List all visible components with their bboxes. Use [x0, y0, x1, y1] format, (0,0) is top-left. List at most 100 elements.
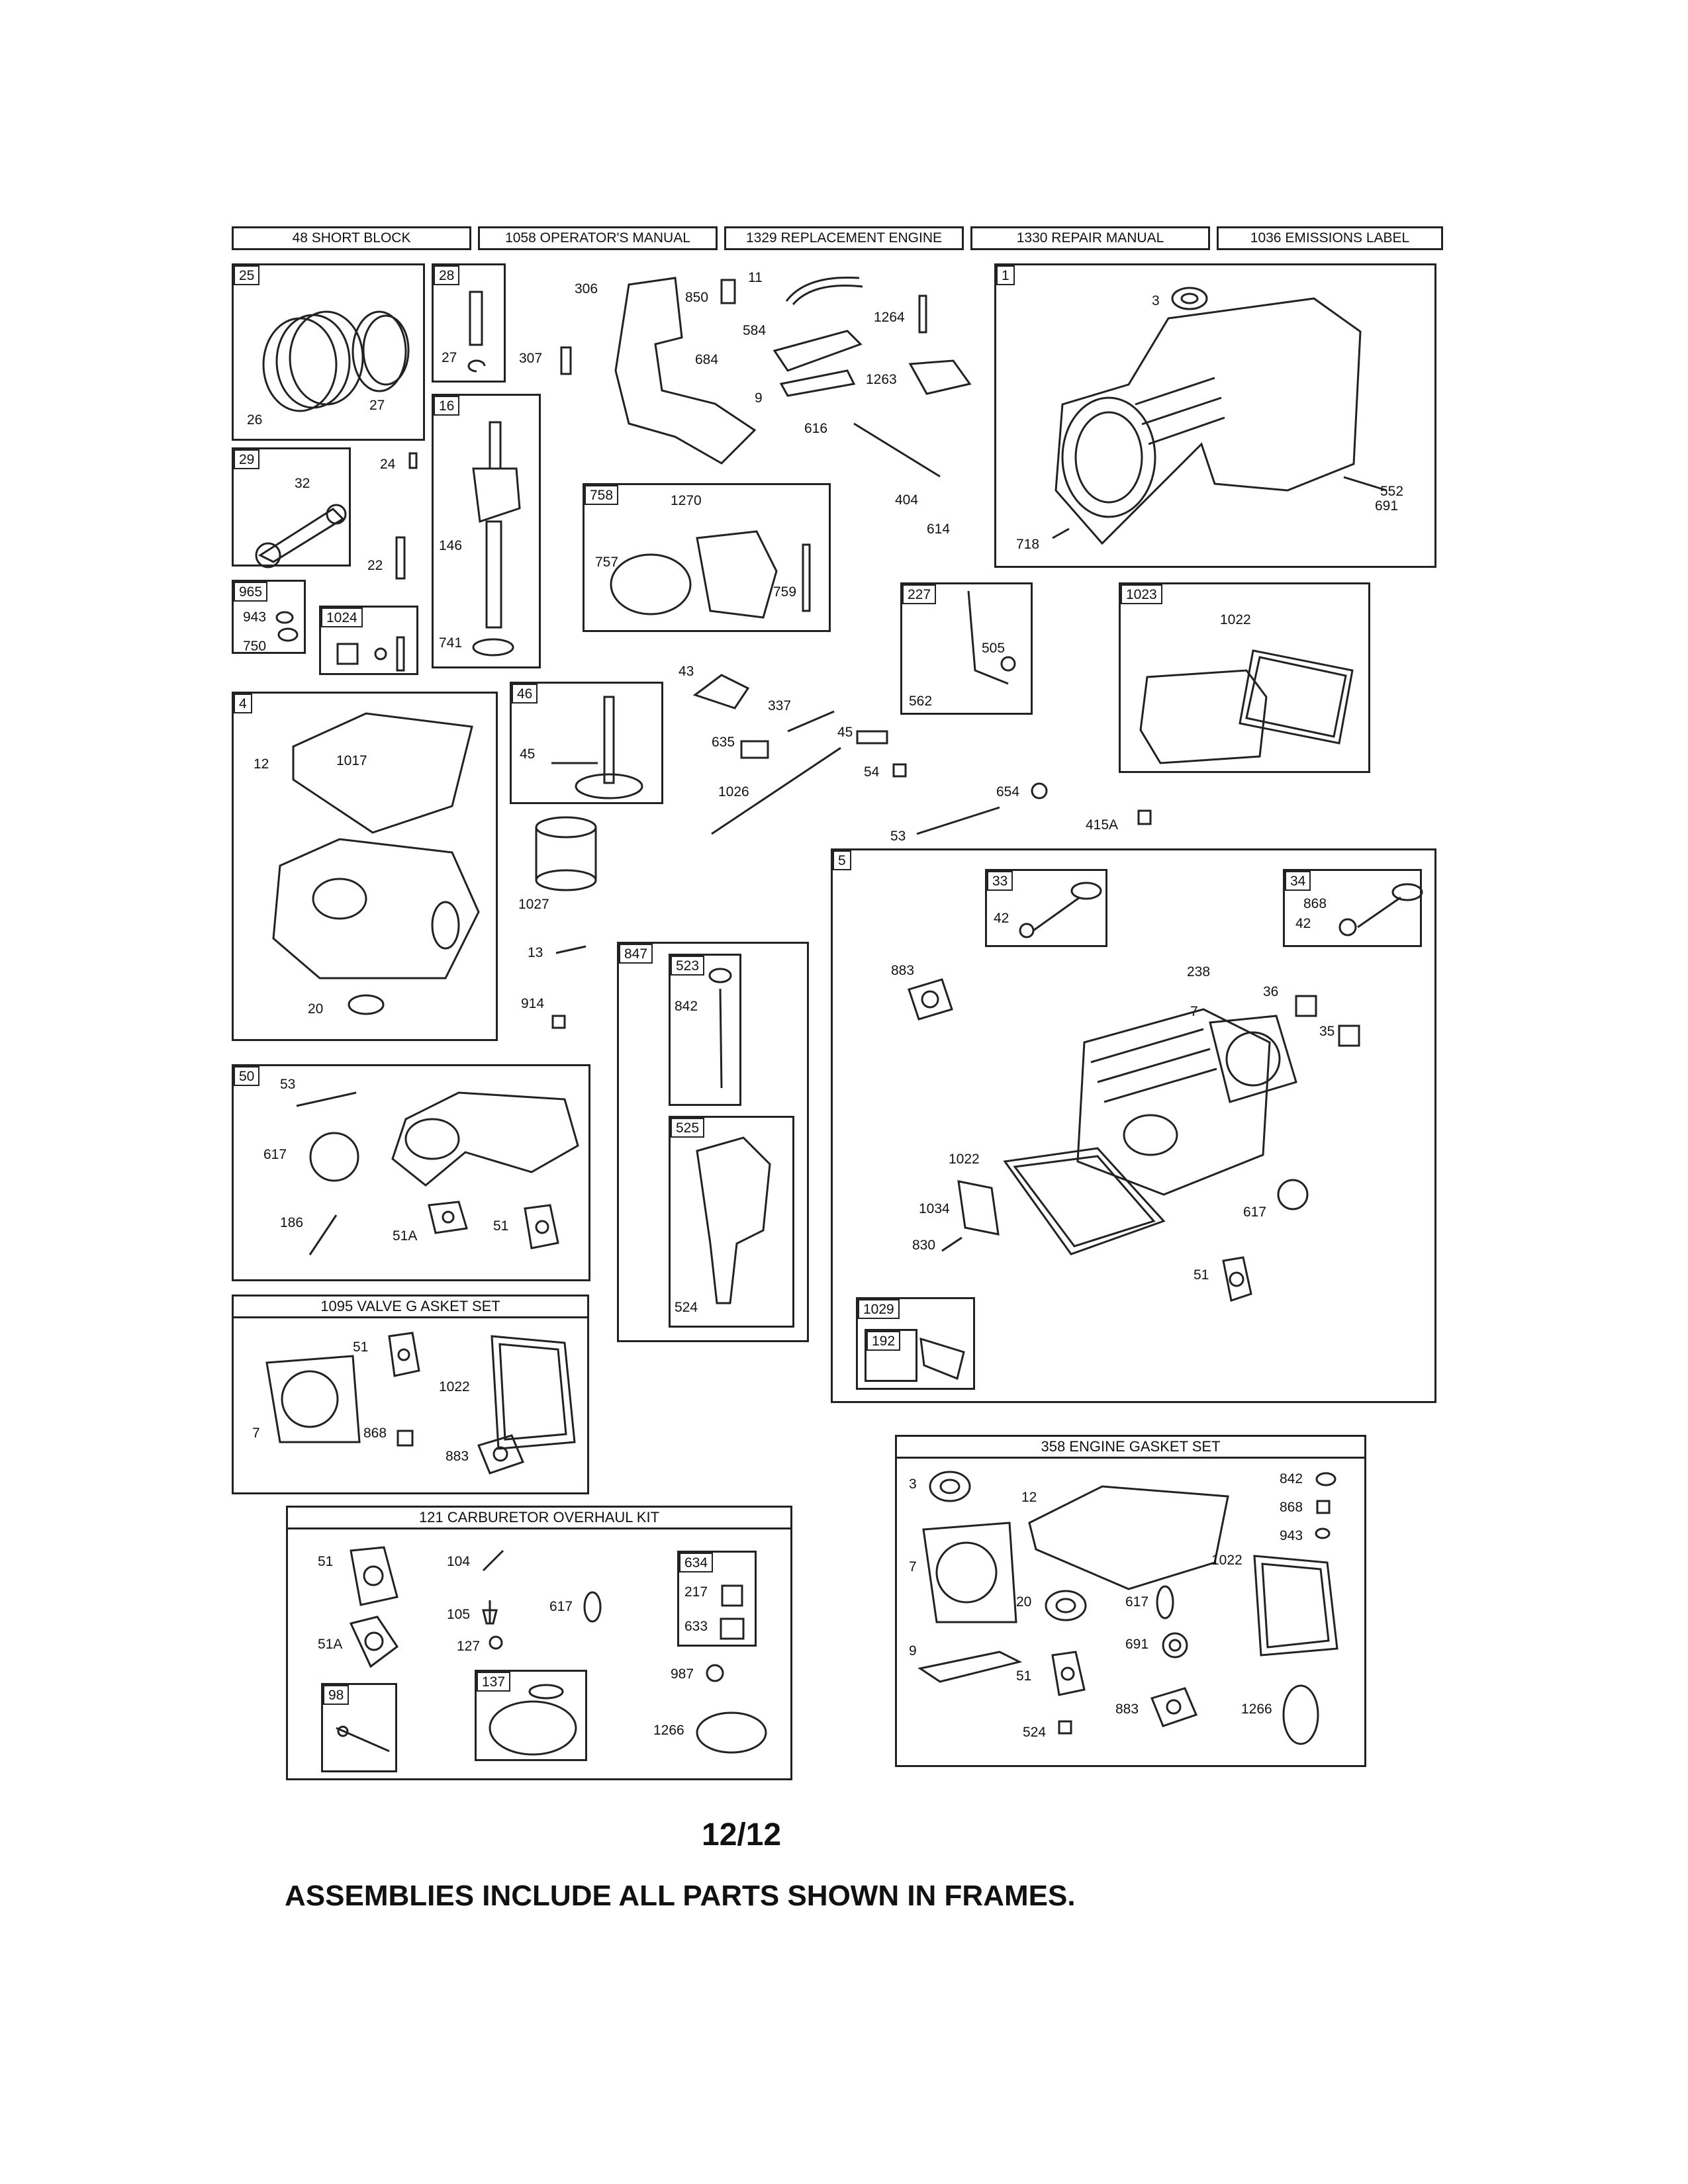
frame-tag: 33	[987, 871, 1013, 891]
seal-drawing	[929, 1471, 971, 1502]
frame-29: 29 32	[232, 447, 351, 569]
breather-parts-drawing	[336, 636, 405, 672]
part-label: 415A	[1086, 817, 1119, 833]
part-label: 1027	[518, 897, 549, 912]
spark-plug-drawing	[787, 710, 835, 733]
part-label: 616	[804, 421, 828, 436]
part-label: 850	[685, 290, 709, 305]
part-label: 238	[1187, 964, 1211, 979]
part-label: 987	[671, 1666, 694, 1682]
part-label: 27	[442, 350, 457, 365]
screw-drawing	[560, 346, 572, 375]
governor-assembly-drawing	[610, 530, 811, 619]
frame-4: 4 12 1017 20	[232, 692, 498, 1041]
part-label: 635	[712, 735, 735, 750]
frame-tag: 525	[671, 1118, 705, 1138]
header-emissions-label: 1036 EMISSIONS LABEL	[1217, 226, 1443, 250]
frame-tag: 5	[833, 850, 851, 870]
bushing-drawing	[740, 740, 769, 759]
part-label: 1266	[1241, 1702, 1272, 1717]
header-operators-manual: 1058 OPERATOR'S MANUAL	[478, 226, 718, 250]
part-label: 51A	[393, 1228, 418, 1244]
decompression-parts-drawing	[919, 1337, 965, 1381]
part-label: 45	[837, 725, 853, 740]
o-ring-drawing	[1315, 1472, 1336, 1486]
part-label: 27	[369, 398, 385, 413]
part-label: 617	[1125, 1594, 1149, 1610]
fitting-drawing	[308, 1214, 338, 1255]
frame-tag: 137	[477, 1672, 511, 1692]
frame-title: 121 CARBURETOR OVERHAUL KIT	[288, 1508, 790, 1529]
frame-1023: 1023 1022	[1119, 582, 1370, 773]
frame-tag: 227	[902, 584, 937, 604]
part-label: 868	[1303, 896, 1327, 911]
part-label: 306	[575, 281, 598, 296]
frame-tag: 847	[619, 944, 653, 964]
part-label: 7	[252, 1426, 260, 1441]
cylinder-block-drawing	[1055, 297, 1362, 545]
part-label: 524	[675, 1300, 698, 1315]
part-label: 105	[447, 1607, 471, 1622]
governor-lever-drawing	[967, 590, 1016, 685]
part-label: 1017	[336, 753, 367, 768]
gasket-drawing	[388, 1332, 420, 1377]
part-label: 12	[1021, 1490, 1037, 1505]
part-label: 883	[445, 1449, 469, 1464]
frame-758: 758 1270 757 759	[583, 483, 831, 632]
part-label: 53	[890, 829, 906, 844]
link-rod-drawing	[853, 422, 941, 478]
frame-25: 25 26 27	[232, 263, 425, 441]
part-label: 26	[247, 412, 263, 428]
frame-965: 965 943 750	[232, 580, 306, 654]
camshaft-drawing	[551, 696, 643, 799]
footer-note: ASSEMBLIES INCLUDE ALL PARTS SHOWN IN FR…	[285, 1880, 1076, 1912]
screw-drawing	[551, 1015, 566, 1029]
frame-tag: 4	[234, 694, 252, 713]
connecting-rod-drawing	[255, 504, 347, 569]
part-label: 42	[1295, 916, 1311, 931]
part-label: 13	[528, 945, 543, 960]
drain-plug-drawing	[555, 945, 586, 954]
part-label: 337	[768, 698, 792, 713]
o-ring-drawing	[696, 1711, 767, 1754]
frame-525: 525 524	[669, 1116, 794, 1328]
part-label: 1263	[866, 372, 897, 387]
head-gasket-drawing	[1209, 1015, 1297, 1103]
frame-tag: 46	[512, 684, 538, 704]
nut-drawing	[1031, 782, 1048, 799]
jet-drawing	[482, 1600, 498, 1625]
seal-drawing	[1162, 1632, 1188, 1659]
frame-1024: 1024	[319, 606, 418, 675]
part-label: 562	[909, 694, 933, 709]
seal-drawing	[1316, 1500, 1331, 1514]
part-label: 217	[684, 1584, 708, 1600]
part-label: 943	[1280, 1528, 1303, 1543]
frame-tag: 1029	[858, 1299, 900, 1319]
frame-28: 28 27	[432, 263, 506, 383]
part-label: 868	[363, 1426, 387, 1441]
part-label: 9	[755, 390, 763, 406]
frame-137: 137	[475, 1670, 587, 1761]
frame-tag: 192	[867, 1331, 901, 1351]
frame-634: 634 217 633	[677, 1551, 757, 1647]
part-label: 842	[1280, 1471, 1303, 1486]
frame-tag: 1024	[321, 608, 363, 627]
o-ring-drawing	[1282, 1684, 1319, 1745]
gasket-drawing	[1150, 1687, 1198, 1727]
part-label: 1264	[874, 310, 905, 325]
gasket-drawing	[349, 1615, 399, 1668]
part-label: 1022	[1220, 612, 1251, 627]
page-number: 12/12	[702, 1817, 782, 1852]
part-label: 3	[1152, 293, 1160, 308]
part-label: 914	[521, 996, 545, 1011]
part-label: 883	[1115, 1702, 1139, 1717]
part-label: 691	[1125, 1637, 1149, 1652]
part-label: 633	[684, 1619, 708, 1634]
part-label: 53	[280, 1077, 296, 1092]
frame-title: 1095 VALVE G ASKET SET	[234, 1297, 587, 1318]
o-ring-drawing	[1315, 1527, 1331, 1539]
part-label: 51	[1016, 1668, 1032, 1684]
crankshaft-drawing	[472, 421, 521, 657]
part-label: 759	[773, 584, 797, 600]
part-label: 51	[493, 1218, 509, 1234]
